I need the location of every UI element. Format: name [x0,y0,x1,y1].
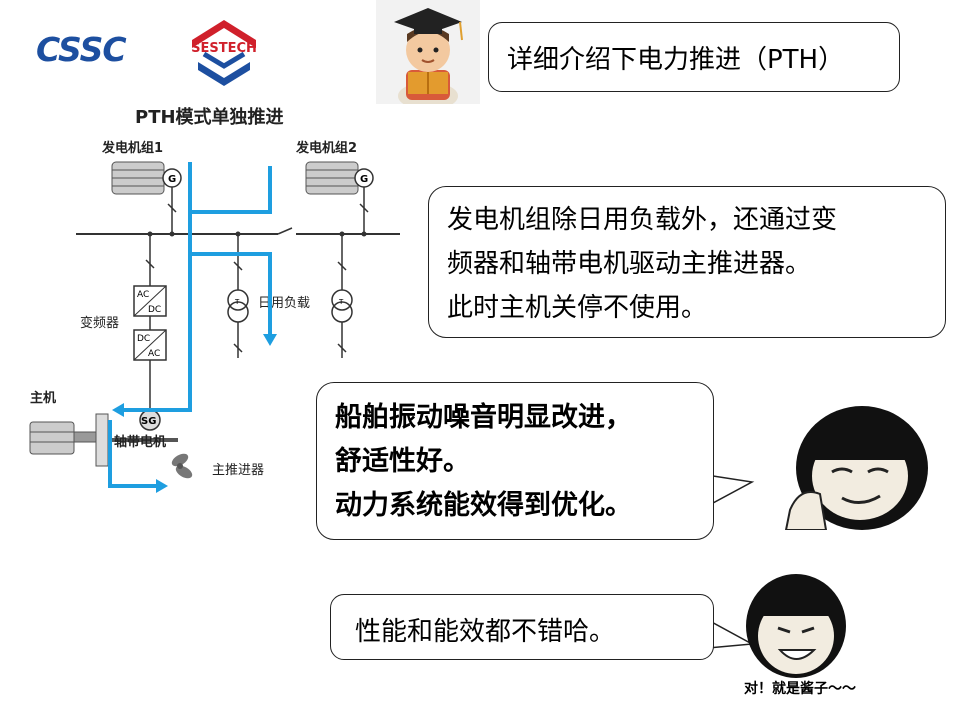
generator2-icon: G [305,161,374,195]
student-avatar [376,0,480,110]
explanation-line-3: 此时主机关停不使用。 [447,293,708,323]
comment-bubble-tail [708,619,755,649]
shaft-motor-label: 轴带电机 [114,434,166,450]
t2-symbol: T [338,298,344,306]
sestech-logo: SESTECH [184,14,264,86]
smug-face-icon [784,406,928,531]
explanation-line-2: 频器和轴带电机驱动主推进器。 [447,249,812,279]
pth-circuit-diagram: PTH模式单独推进 发电机组1 发电机组2 G G [29,106,400,493]
power-flow-arrowheads [112,334,277,493]
propeller-icon [171,453,193,479]
sestech-emblem-icon [192,20,256,86]
benefits-bubble: 船舶振动噪音明显改进， 舒适性好。 动力系统能效得到优化。 [316,382,714,540]
laughing-face-icon [746,574,846,678]
student-reading-icon [394,8,463,110]
daily-load-label: 日用负载 [258,296,310,311]
converter-dc1: DC [148,305,161,315]
benefits-line-2: 舒适性好。 [335,446,470,477]
question-text: 详细介绍下电力推进（PTH） [507,45,845,75]
meme-face-smug [770,390,950,531]
benefits-line-3: 动力系统能效得到优化。 [335,490,632,521]
t1-symbol: T [234,298,240,306]
converter-ac2: AC [148,349,160,359]
diagram-title: PTH模式单独推进 [135,106,284,128]
meme-caption: 对！就是酱子～～ [744,681,856,697]
transformer2-icon: T [331,289,353,323]
converter-ac1: AC [137,290,149,300]
propeller-label: 主推进器 [212,463,264,478]
converter-dc2: DC [137,334,150,344]
main-engine-label: 主机 [30,390,56,406]
main-engine-icon [29,421,97,455]
transformer1-icon: T [227,289,249,323]
g1-symbol: G [168,174,176,185]
sg-symbol: SG [141,416,156,427]
comment-bubble: 性能和能效都不错哈。 [330,594,714,660]
cssc-logo-text: CSSC [36,30,127,69]
sestech-logo-text: SESTECH [191,41,257,56]
generator2-label: 发电机组2 [295,140,357,156]
meme-face-laughing: 对！就是酱子～～ [730,566,870,716]
question-bubble: 详细介绍下电力推进（PTH） [488,22,900,92]
cssc-logo: CSSC [36,30,156,70]
generator1-label: 发电机组1 [101,140,163,156]
generator1-icon: G [111,161,182,195]
explanation-bubble: 发电机组除日用负载外，还通过变 频器和轴带电机驱动主推进器。 此时主机关停不使用… [428,186,946,338]
benefits-line-1: 船舶振动噪音明显改进， [335,402,632,433]
g2-symbol: G [360,174,368,185]
shaft-generator-icon: SG [139,409,161,431]
comment-text: 性能和能效都不错哈。 [355,617,616,647]
converter-dcac-icon: DC AC [133,329,167,361]
pth-diagram: PTH模式单独推进 发电机组1 发电机组2 G G [0,100,420,500]
converter-acdc-icon: AC DC [133,285,167,317]
explanation-line-1: 发电机组除日用负载外，还通过变 [447,205,838,235]
power-flow-arrows [108,162,272,488]
converter-label: 变频器 [80,315,119,331]
